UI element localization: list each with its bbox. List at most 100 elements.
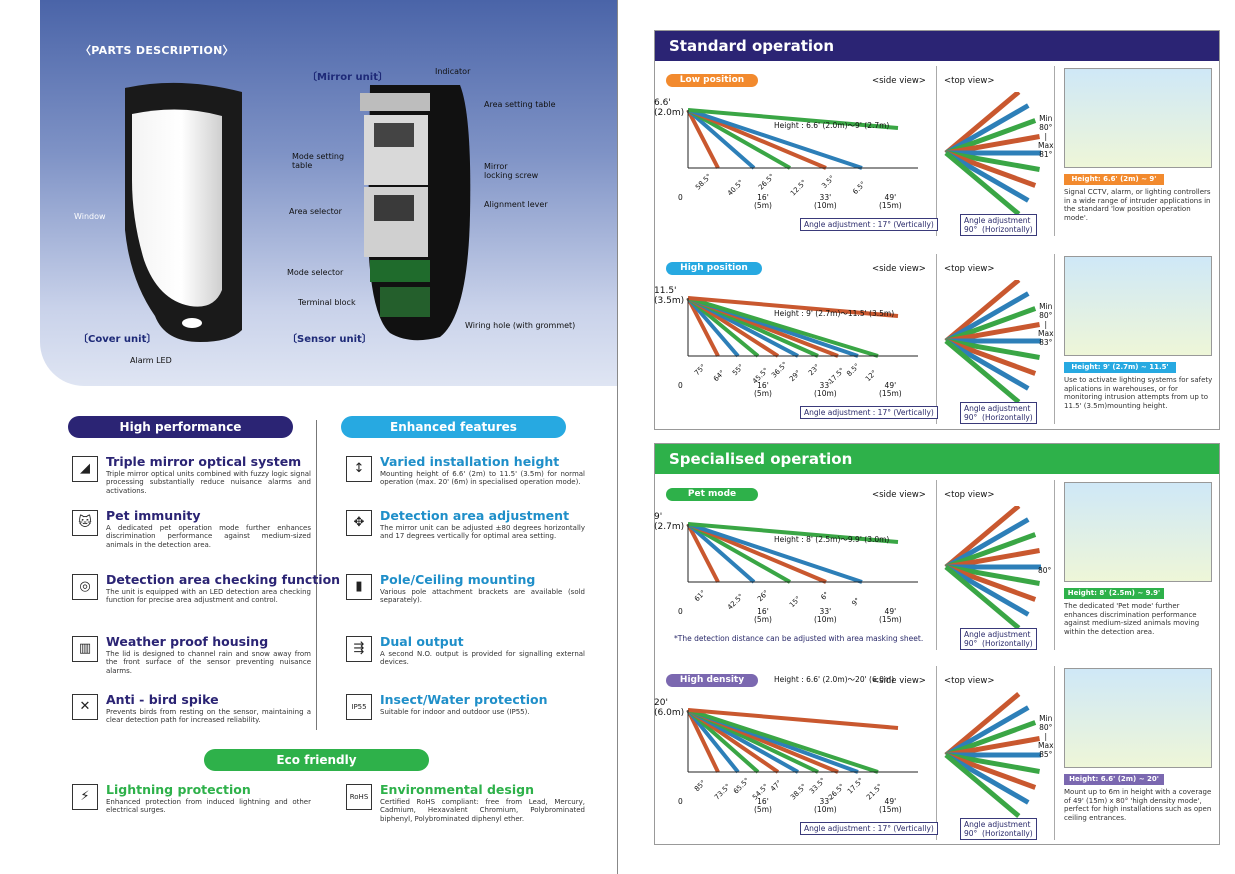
distance-label: 0 — [678, 193, 683, 202]
cover-unit-image — [125, 82, 242, 342]
top-view-beam — [945, 736, 1040, 758]
feature-pole-mounting: ▮ Pole/Ceiling mounting Various pole att… — [346, 572, 586, 622]
panel-separator — [1054, 66, 1055, 236]
feature-title: Triple mirror optical system — [106, 454, 302, 469]
specialised-operation-title: Specialised operation — [655, 444, 1219, 474]
specialised-operation-section: Specialised operation — [654, 443, 1220, 845]
top-view-beam — [944, 692, 1021, 757]
feature-desc: Mounting height of 6.6' (2m) to 11.5' (3… — [380, 470, 585, 487]
top-view-label: <top view> — [944, 676, 995, 686]
application-illustration — [1064, 482, 1212, 582]
top-view-beam — [944, 92, 1021, 155]
feature-title: Pet immunity — [106, 508, 201, 523]
mode-setting-table-label: Mode setting table — [292, 152, 345, 170]
feature-title: Environmental design — [380, 782, 534, 797]
height-badge: Height: 6.6' (2m) ~ 9' (2.7m) — [1064, 174, 1164, 194]
feature-area-adjustment: ✥ Detection area adjustment The mirror u… — [346, 508, 586, 558]
top-view-beam — [944, 705, 1030, 758]
distance-label: 0 — [678, 607, 683, 616]
right-page: Standard operation Specialised operation… — [618, 0, 1235, 874]
lightning-icon: ⚡ — [72, 784, 98, 810]
mode-selector-label: Mode selector — [287, 268, 344, 277]
indicator-label: Indicator — [435, 67, 471, 76]
wiring-hole-label: Wiring hole (with grommet) — [465, 321, 576, 330]
vertical-angle-box: Angle adjustment : 17° (Vertically) — [800, 406, 938, 419]
feature-desc: The lid is designed to channel rain and … — [106, 650, 311, 675]
feature-lightning: ⚡ Lightning protection Enhanced protecti… — [72, 782, 312, 822]
area-setting-table-label: Area setting table — [484, 100, 556, 109]
top-view-beam — [945, 338, 1037, 376]
top-view-beam — [945, 150, 1037, 188]
top-view-beam — [945, 134, 1040, 156]
height-range-label: Height : 6.6' (2.0m)～20' (6.0m) — [774, 675, 895, 684]
detection-beam — [686, 523, 720, 583]
distance-label: 33' (10m) — [814, 797, 837, 814]
detection-beam — [687, 708, 899, 730]
output-icon: ⇶ — [346, 636, 372, 662]
top-view-beam — [945, 118, 1037, 156]
feature-column-divider — [316, 420, 317, 730]
operation-panel: High density mode<side view><top view>20… — [654, 662, 1220, 844]
alignment-lever-label: Alignment lever — [484, 200, 548, 209]
feature-insect-water: IP55 Insect/Water protection Suitable fo… — [346, 692, 586, 732]
left-page: 〈PARTS DESCRIPTION〉 Window 〔Cover unit〕 … — [0, 0, 617, 874]
top-view-beam — [944, 103, 1030, 156]
housing-icon: ▥ — [72, 636, 98, 662]
side-view-label: <side view> — [872, 76, 926, 86]
top-view-beam — [945, 150, 1040, 172]
top-view-beam — [944, 291, 1030, 344]
terminal-block-label: Terminal block — [298, 298, 356, 307]
side-view-label: <side view> — [872, 676, 926, 686]
feature-desc: Suitable for indoor and outdoor use (IP5… — [380, 708, 530, 716]
eco-friendly-heading: Eco friendly — [204, 749, 429, 771]
feature-title: Varied installation height — [380, 454, 560, 469]
top-view-beam — [945, 548, 1040, 570]
top-view-beam — [945, 322, 1040, 344]
panel-separator — [936, 480, 937, 650]
top-view-diagram — [944, 92, 1041, 214]
adjust-icon: ✥ — [346, 510, 372, 536]
bird-icon: ✕ — [72, 694, 98, 720]
feature-anti-bird: ✕ Anti - bird spike Prevents birds from … — [72, 692, 312, 732]
alarm-led-label: Alarm LED — [130, 356, 172, 365]
feature-dual-output: ⇶ Dual output A second N.O. output is pr… — [346, 634, 586, 684]
top-view-beam — [944, 506, 1021, 569]
standard-operation-title: Standard operation — [655, 31, 1219, 61]
mode-badge: High density mode — [666, 674, 758, 698]
feature-detection-check: ◎ Detection area checking function The u… — [72, 572, 340, 622]
top-view-diagram — [944, 506, 1041, 628]
coverage-angle-label: Min 80° | Max 81° — [1038, 114, 1054, 159]
detection-beam — [686, 108, 756, 170]
operation-panel: High position mode<side view><top view>1… — [654, 250, 1220, 428]
detection-beam — [687, 108, 863, 170]
mount-height-label: 6.6' (2.0m) — [654, 98, 685, 118]
application-illustration — [1064, 256, 1212, 356]
ip55-icon: IP55 — [346, 694, 372, 720]
side-view-diagram — [686, 708, 918, 774]
horizontal-angle-box: Angle adjustment 90° (Horizontally) — [960, 402, 1037, 424]
distance-label: 16' (5m) — [754, 381, 772, 398]
detection-beam — [687, 296, 899, 318]
detection-beam — [687, 522, 863, 584]
application-description: Signal CCTV, alarm, or lighting controll… — [1064, 188, 1211, 222]
horizontal-angle-box: Angle adjustment 90° (Horizontally) — [960, 628, 1037, 650]
enhanced-features-heading: Enhanced features — [341, 416, 566, 438]
top-view-beam — [945, 720, 1037, 758]
panel-separator — [1054, 480, 1055, 650]
top-view-beam — [945, 338, 1040, 360]
top-view-beam — [945, 532, 1037, 570]
height-badge: Height: 6.6' (2m) ~ 20' (6m) — [1064, 774, 1164, 794]
distance-label: 49' (15m) — [879, 797, 902, 814]
distance-label: 49' (15m) — [879, 193, 902, 210]
detection-beam — [686, 522, 756, 584]
mode-badge: High position mode — [666, 262, 762, 286]
coverage-angle-label: Min 80° | Max 83° — [1038, 302, 1054, 347]
feature-desc: Prevents birds from resting on the senso… — [106, 708, 311, 725]
panel-separator — [936, 66, 937, 236]
distance-label: 33' (10m) — [814, 607, 837, 624]
panel-separator — [1054, 254, 1055, 424]
detection-beam — [686, 709, 720, 773]
detection-beam — [687, 522, 791, 584]
height-range-label: Height : 6.6' (2.0m)～9' (2.7m) — [774, 121, 890, 130]
operation-panel: Low position mode<side view><top view>6.… — [654, 62, 1220, 240]
